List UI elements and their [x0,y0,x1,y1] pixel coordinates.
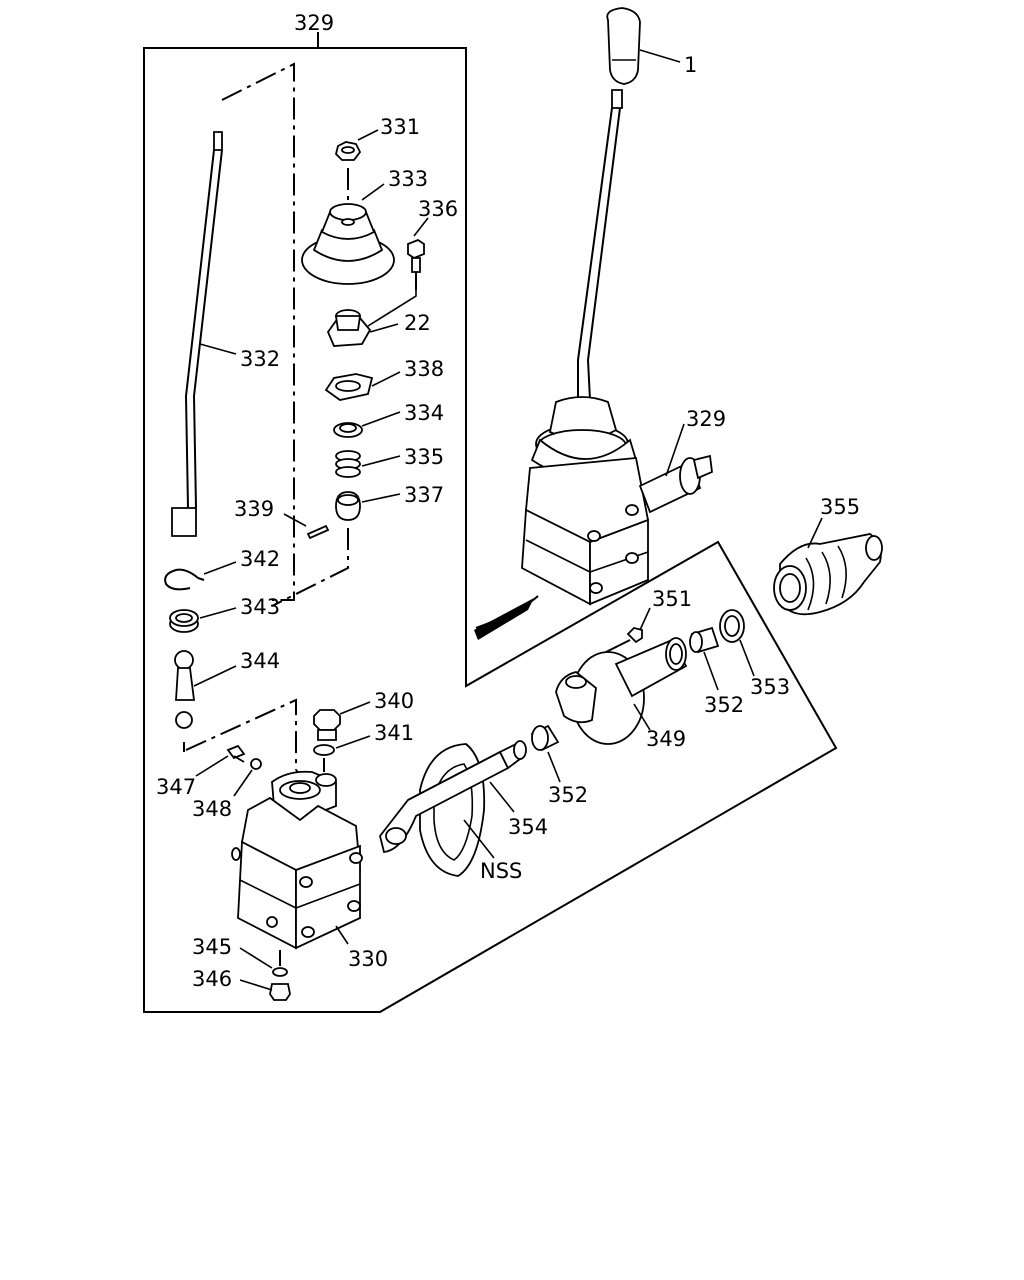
label-333: 333 [388,167,428,191]
seal-353 [719,609,745,643]
lower-housing-330 [231,770,363,950]
label-347: 347 [156,775,196,799]
label-329-right: 329 [686,407,726,431]
ball-socket-337 [335,491,361,521]
label-352-mid: 352 [548,783,588,807]
label-343: 343 [240,595,280,619]
spring-335 [335,450,361,478]
nut-331 [335,141,362,161]
label-345: 345 [192,935,232,959]
bushing-343 [169,609,199,633]
retainer-22 [326,309,372,347]
label-351: 351 [652,587,692,611]
label-334: 334 [404,401,444,425]
gasket-338 [324,373,374,401]
seat-334 [333,422,363,438]
label-354: 354 [508,815,548,839]
washer-341 [313,744,335,756]
label-344: 344 [240,649,280,673]
label-342: 342 [240,547,280,571]
label-338: 338 [404,357,444,381]
label-346: 346 [192,967,232,991]
washer-348 [250,758,262,770]
label-337: 337 [404,483,444,507]
bolt-351 [605,627,643,653]
label-349: 349 [646,727,686,751]
label-1: 1 [684,53,697,77]
label-330: 330 [348,947,388,971]
ball-lever-344 [174,650,196,752]
bushing-352-right [689,626,720,654]
label-341: 341 [374,721,414,745]
circlip-342 [164,568,205,591]
label-352-right: 352 [704,693,744,717]
boot-333 [301,203,395,285]
bolt-336 [367,238,425,327]
label-336: 336 [418,197,458,221]
label-nss: NSS [480,859,522,883]
bushing-352-mid [530,724,560,752]
plug-340 [313,709,341,741]
screw-347 [226,744,246,763]
gasket-nss [419,743,486,877]
label-331: 331 [380,115,420,139]
label-22: 22 [404,311,431,335]
label-348: 348 [192,797,232,821]
leader-lines [193,49,823,991]
assembled-lever-shaft [577,107,621,401]
label-340: 340 [374,689,414,713]
gear-knob [606,7,641,109]
label-332: 332 [240,347,280,371]
plug-346 [269,983,291,1001]
label-353: 353 [750,675,790,699]
label-335: 335 [404,445,444,469]
washer-345 [272,967,288,977]
label-329-top: 329 [294,11,334,35]
assembled-shifter-housing [474,396,713,640]
label-355: 355 [820,495,860,519]
boot-355 [773,533,883,616]
label-339: 339 [234,497,274,521]
part-labels: 329 1 331 333 336 22 332 338 334 329 335… [156,11,860,991]
assembly-frame [143,32,838,1013]
lever-332 [171,131,223,537]
pin-339 [306,524,330,540]
shaft-354 [379,740,527,853]
